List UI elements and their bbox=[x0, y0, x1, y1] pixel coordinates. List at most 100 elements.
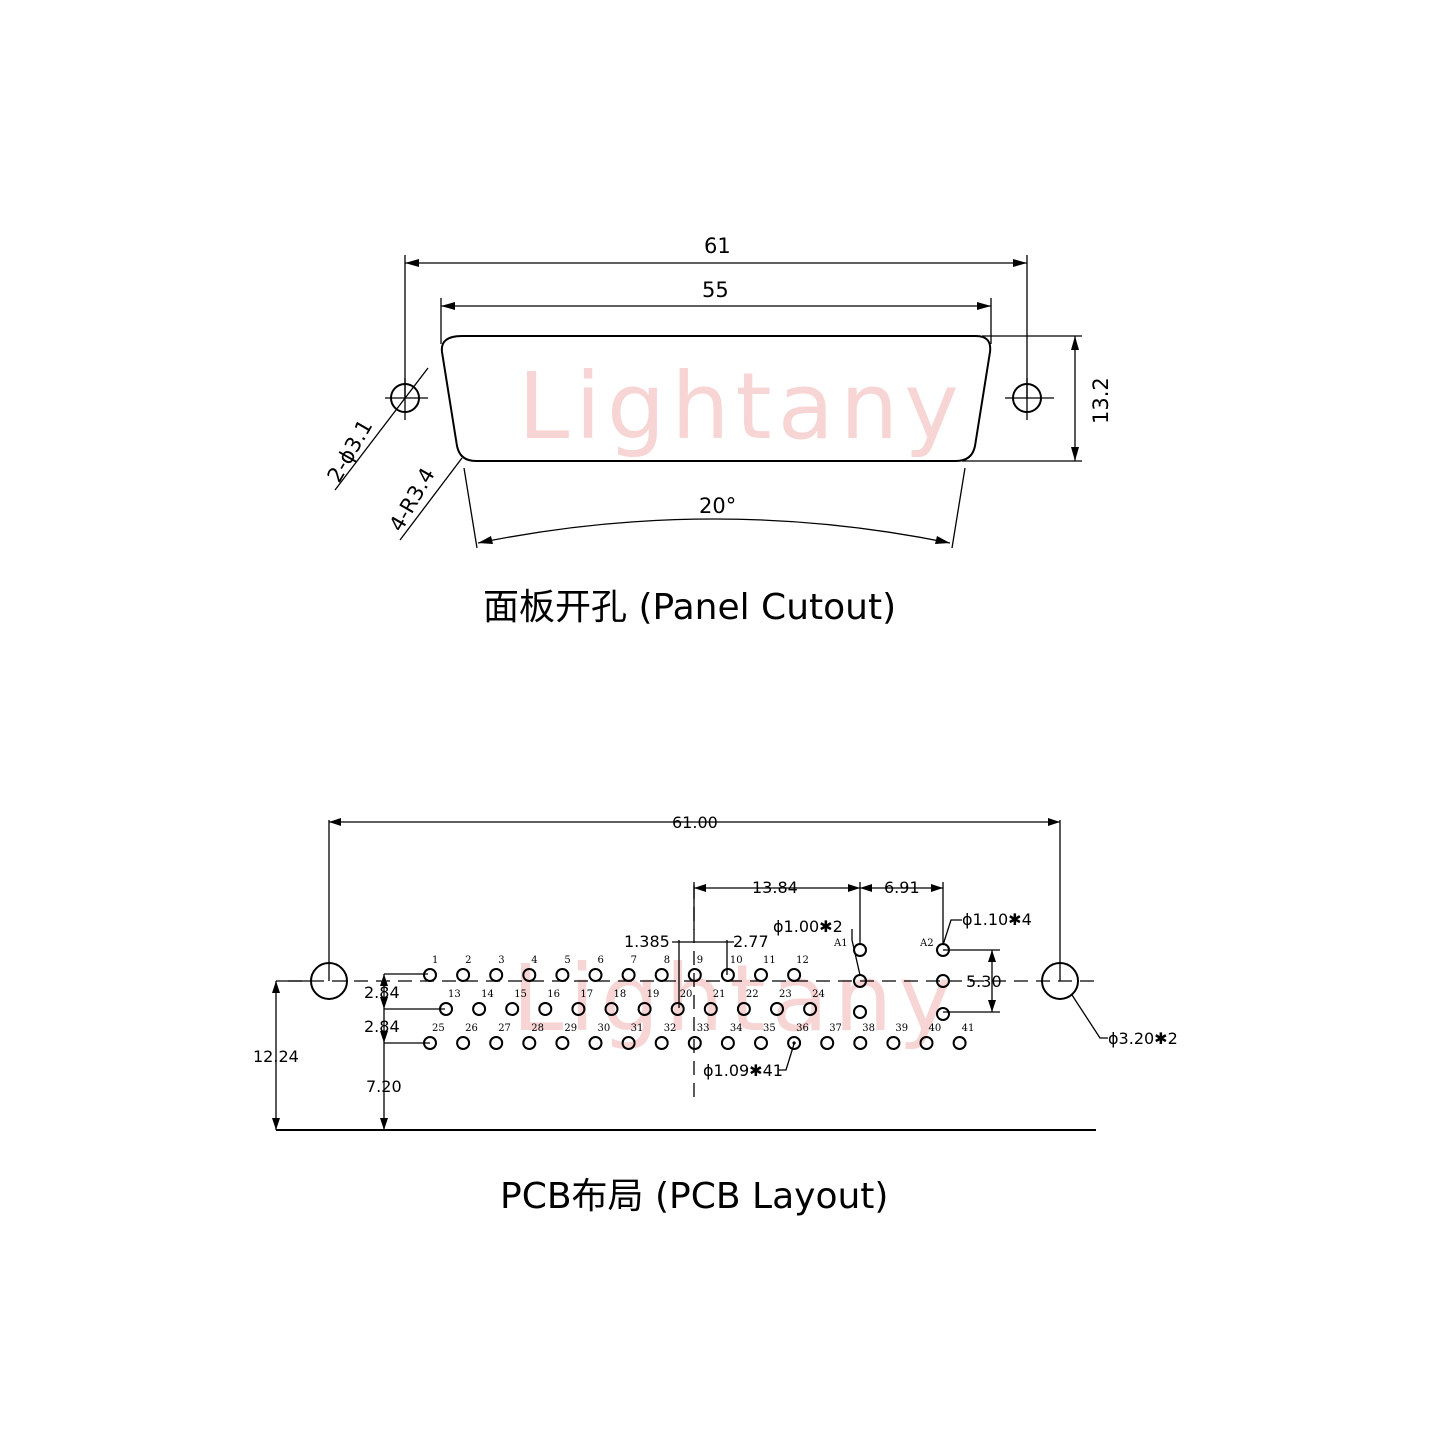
watermark-panel: Lightany bbox=[518, 353, 965, 460]
pin-hole bbox=[423, 968, 437, 982]
pin-number: 6 bbox=[598, 955, 604, 966]
d-sub-opening-outline bbox=[440, 335, 992, 462]
leader-a2-holes-label: ϕ1.10✱4 bbox=[962, 910, 1032, 929]
pin-hole bbox=[456, 1036, 471, 1050]
pin-number: 27 bbox=[498, 1023, 511, 1034]
pcb-dimension-61: 61.00 bbox=[328, 813, 1061, 981]
pin-number: 31 bbox=[631, 1023, 644, 1034]
pin-hole bbox=[456, 968, 471, 982]
pin-number: 30 bbox=[598, 1023, 611, 1034]
pin-hole bbox=[952, 1036, 967, 1050]
pin-hole bbox=[522, 1036, 537, 1050]
pin-hole bbox=[754, 968, 768, 982]
coax-a2-label: A2 bbox=[919, 938, 934, 949]
pin-number: 11 bbox=[763, 955, 776, 966]
dimension-55-label: 55 bbox=[702, 278, 729, 302]
pin-hole bbox=[472, 1002, 487, 1016]
pcb-dimension-61-label: 61.00 bbox=[672, 813, 718, 832]
dimension-20-deg: 20° bbox=[463, 467, 966, 549]
pin-hole bbox=[489, 1036, 504, 1050]
pcb-dimension-13-84: 13.84 6.91 bbox=[693, 878, 944, 944]
pcb-dimension-1-385-label: 1.385 bbox=[624, 932, 670, 951]
pin-number: 26 bbox=[465, 1023, 478, 1034]
pin-hole bbox=[770, 1002, 784, 1016]
pcb-dimension-13-84-label: 13.84 bbox=[752, 878, 798, 897]
pin-hole bbox=[886, 1036, 901, 1050]
pin-number: 5 bbox=[564, 955, 570, 966]
pin-hole bbox=[754, 1036, 768, 1050]
pin-hole bbox=[555, 1036, 570, 1050]
pin-number: 38 bbox=[862, 1023, 875, 1034]
pin-number: 34 bbox=[730, 1023, 743, 1034]
pin-number: 29 bbox=[564, 1023, 577, 1034]
pin-number: 14 bbox=[481, 989, 494, 1000]
pin-hole bbox=[787, 1036, 802, 1050]
mount-hole-left bbox=[385, 378, 428, 420]
watermark-pcb: Lightany bbox=[512, 945, 959, 1052]
leader-signal-holes-label: ϕ1.09✱41 bbox=[703, 1061, 783, 1080]
pin-number: 8 bbox=[664, 955, 670, 966]
pcb-dimension-2-84-a-label: 2.84 bbox=[364, 983, 400, 1002]
pcb-dimension-rows: 2.84 2.84 7.20 bbox=[364, 973, 445, 1130]
pin-number: 2 bbox=[465, 955, 471, 966]
pin-number: 18 bbox=[614, 989, 627, 1000]
pin-number: 3 bbox=[498, 955, 504, 966]
pin-number: 22 bbox=[746, 989, 759, 1000]
panel-cutout-title: 面板开孔 (Panel Cutout) bbox=[483, 587, 896, 628]
pin-number: 12 bbox=[796, 955, 809, 966]
pin-hole bbox=[522, 968, 537, 982]
pin-hole bbox=[820, 1036, 835, 1050]
pcb-dimension-5-30-label: 5.30 bbox=[966, 972, 1002, 991]
pcb-dimension-2-77-label: 2.77 bbox=[733, 932, 769, 951]
pin-number: 25 bbox=[432, 1023, 445, 1034]
pin-number: 20 bbox=[680, 989, 693, 1000]
pin-number: 1 bbox=[432, 955, 438, 966]
pin-hole bbox=[505, 1002, 520, 1016]
pin-hole bbox=[555, 968, 570, 982]
pin-number: 37 bbox=[829, 1023, 842, 1034]
dimension-55: 55 bbox=[440, 278, 992, 344]
pin-hole bbox=[687, 968, 702, 982]
pin-number: 7 bbox=[631, 955, 637, 966]
pin-number: 10 bbox=[730, 955, 743, 966]
pin-number: 15 bbox=[514, 989, 527, 1000]
pin-number: 23 bbox=[779, 989, 792, 1000]
dimension-61: 61 bbox=[404, 234, 1028, 398]
pcb-dimension-pitch: 1.385 2.77 bbox=[624, 932, 769, 1008]
leader-mount-holes-pcb: ϕ3.20✱2 bbox=[1071, 994, 1178, 1048]
pin-hole bbox=[637, 1002, 652, 1016]
pin-number: 36 bbox=[796, 1023, 809, 1034]
pin-number: 24 bbox=[812, 989, 825, 1000]
pin-number: 39 bbox=[895, 1023, 908, 1034]
leader-a2-holes: ϕ1.10✱4 bbox=[942, 910, 1032, 946]
pcb-dimension-12-24: 12.24 bbox=[253, 980, 310, 1130]
pin-hole bbox=[703, 1002, 718, 1016]
pin-number: 33 bbox=[697, 1023, 710, 1034]
pin-hole bbox=[571, 1002, 586, 1016]
pin-number: 28 bbox=[531, 1023, 544, 1034]
leader-a1-holes: ϕ1.00✱2 bbox=[773, 917, 861, 976]
pin-number: 19 bbox=[647, 989, 660, 1000]
pin-hole bbox=[720, 1036, 735, 1050]
pin-hole bbox=[604, 1002, 619, 1016]
pin-hole bbox=[853, 1036, 868, 1050]
leader-signal-holes: ϕ1.09✱41 bbox=[703, 1043, 795, 1080]
mount-hole-right bbox=[1005, 378, 1054, 420]
pin-number: 9 bbox=[697, 955, 703, 966]
pin-hole bbox=[621, 1036, 636, 1050]
pin-hole bbox=[736, 1002, 751, 1016]
pin-number: 4 bbox=[531, 955, 537, 966]
dimension-61-label: 61 bbox=[704, 234, 731, 258]
pin-hole bbox=[489, 968, 504, 982]
pcb-layout-title: PCB布局 (PCB Layout) bbox=[500, 1176, 888, 1217]
pin-hole bbox=[654, 968, 669, 982]
coax-a1-label: A1 bbox=[833, 938, 848, 949]
pcb-dimension-2-84-b-label: 2.84 bbox=[364, 1017, 400, 1036]
pcb-dimension-12-24-label: 12.24 bbox=[253, 1047, 299, 1066]
pin-hole bbox=[687, 1036, 702, 1050]
pcb-dimension-7-20-label: 7.20 bbox=[366, 1077, 402, 1096]
pcb-dimension-6-91-label: 6.91 bbox=[884, 878, 920, 897]
